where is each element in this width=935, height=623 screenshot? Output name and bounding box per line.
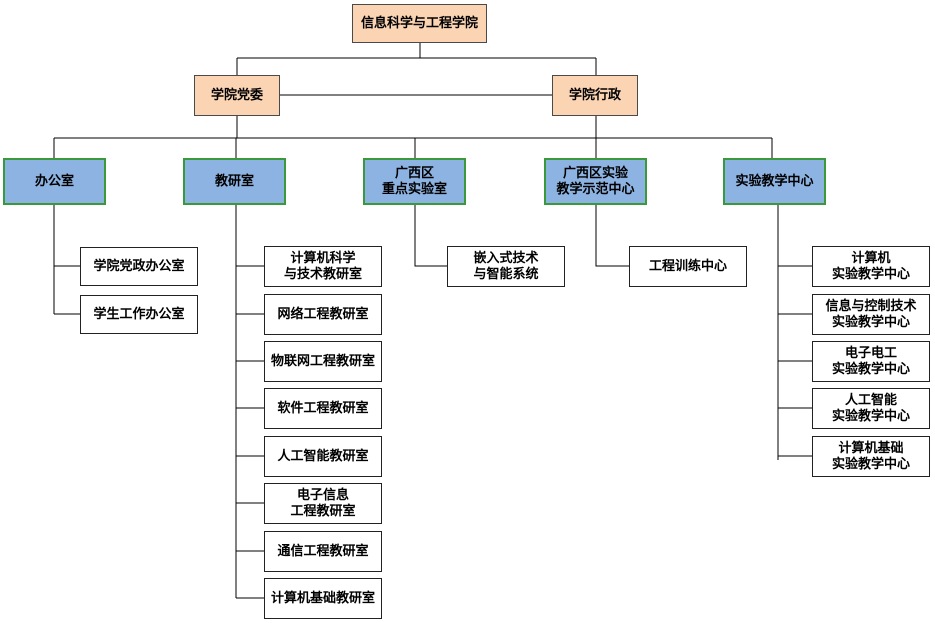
office-child-1: 学院党政办公室 (80, 247, 198, 286)
research-child-8: 计算机基础教研室 (264, 578, 382, 619)
research-child-5: 人工智能教研室 (264, 436, 382, 477)
party-committee-node: 学院党委 (194, 75, 280, 116)
research-child-3: 物联网工程教研室 (264, 341, 382, 382)
experiment-child-3: 电子电工 实验教学中心 (812, 341, 930, 382)
research-child-2: 网络工程教研室 (264, 294, 382, 335)
research-child-4: 软件工程教研室 (264, 388, 382, 429)
dept-demo-center: 广西区实验 教学示范中心 (544, 158, 647, 205)
experiment-child-1: 计算机 实验教学中心 (812, 246, 930, 287)
dept-experiment-center: 实验教学中心 (723, 158, 826, 205)
experiment-child-5: 计算机基础 实验教学中心 (812, 436, 930, 477)
research-child-1: 计算机科学 与技术教研室 (264, 246, 382, 287)
experiment-child-4: 人工智能 实验教学中心 (812, 388, 930, 429)
root-node: 信息科学与工程学院 (352, 4, 487, 43)
research-child-6: 电子信息 工程教研室 (264, 483, 382, 524)
key-lab-child-1: 嵌入式技术 与智能系统 (447, 246, 565, 287)
experiment-child-2: 信息与控制技术 实验教学中心 (812, 294, 930, 335)
office-child-2: 学生工作办公室 (80, 295, 198, 334)
dept-teaching-research: 教研室 (183, 158, 286, 205)
dept-key-lab: 广西区 重点实验室 (363, 158, 466, 205)
administration-node: 学院行政 (552, 75, 638, 116)
dept-office: 办公室 (3, 158, 106, 205)
research-child-7: 通信工程教研室 (264, 531, 382, 572)
demo-center-child-1: 工程训练中心 (629, 246, 747, 287)
